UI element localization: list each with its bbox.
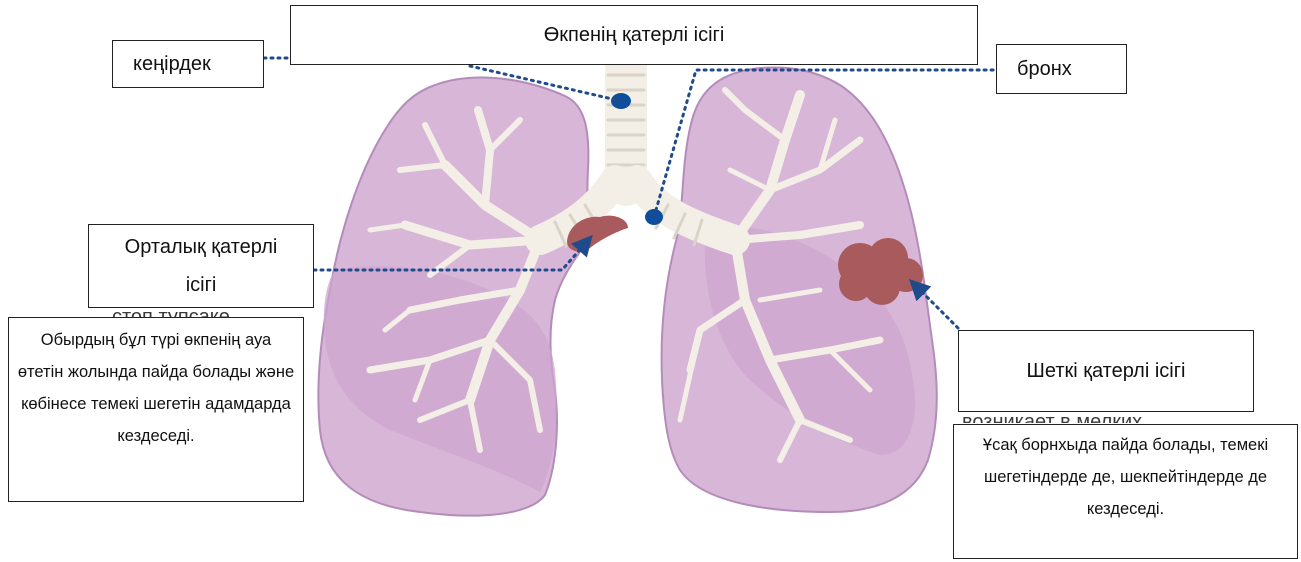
peripheral-cancer-label-text: Шеткі қатерлі ісігі (1026, 359, 1186, 382)
left-bronchial-tree (366, 106, 545, 453)
trachea-label-text: кеңірдек (133, 52, 211, 75)
diagram-title: Өкпенің қатерлі ісігі (290, 5, 978, 65)
central-cancer-description: Обырдың бұл түрі өкпенің ауа өтетін жолы… (8, 317, 304, 502)
peripheral-cancer-label: Шеткі қатерлі ісігі (958, 330, 1254, 412)
partially-hidden-text: стоп тупсаке (112, 306, 230, 318)
central-cancer-label-line1: Орталық қатерлі (124, 236, 278, 258)
peripheral-cancer-description: Ұсақ борнхыда пайда болады, темекі шегет… (953, 424, 1298, 559)
central-cancer-label-line2: ісігі (185, 274, 217, 296)
left-lung (317, 76, 590, 517)
right-bronchial-tree (677, 87, 884, 463)
central-cancer-label: Орталық қатерлі ісігі (88, 224, 314, 308)
central-cancer-description-text: Обырдың бұл түрі өкпенің ауа өтетін жолы… (17, 331, 295, 445)
trachea-label: кеңірдек (112, 40, 264, 88)
partially-hidden-text: возникает в мелких (962, 411, 1143, 423)
bronchus-label: бронх (996, 44, 1127, 94)
peripheral-cancer-description-text: Ұсақ борнхыда пайда болады, темекі шегет… (982, 436, 1269, 518)
diagram-title-text: Өкпенің қатерлі ісігі (543, 23, 725, 46)
leader-lines (262, 56, 998, 330)
bronchus-label-text: бронх (1017, 57, 1072, 80)
